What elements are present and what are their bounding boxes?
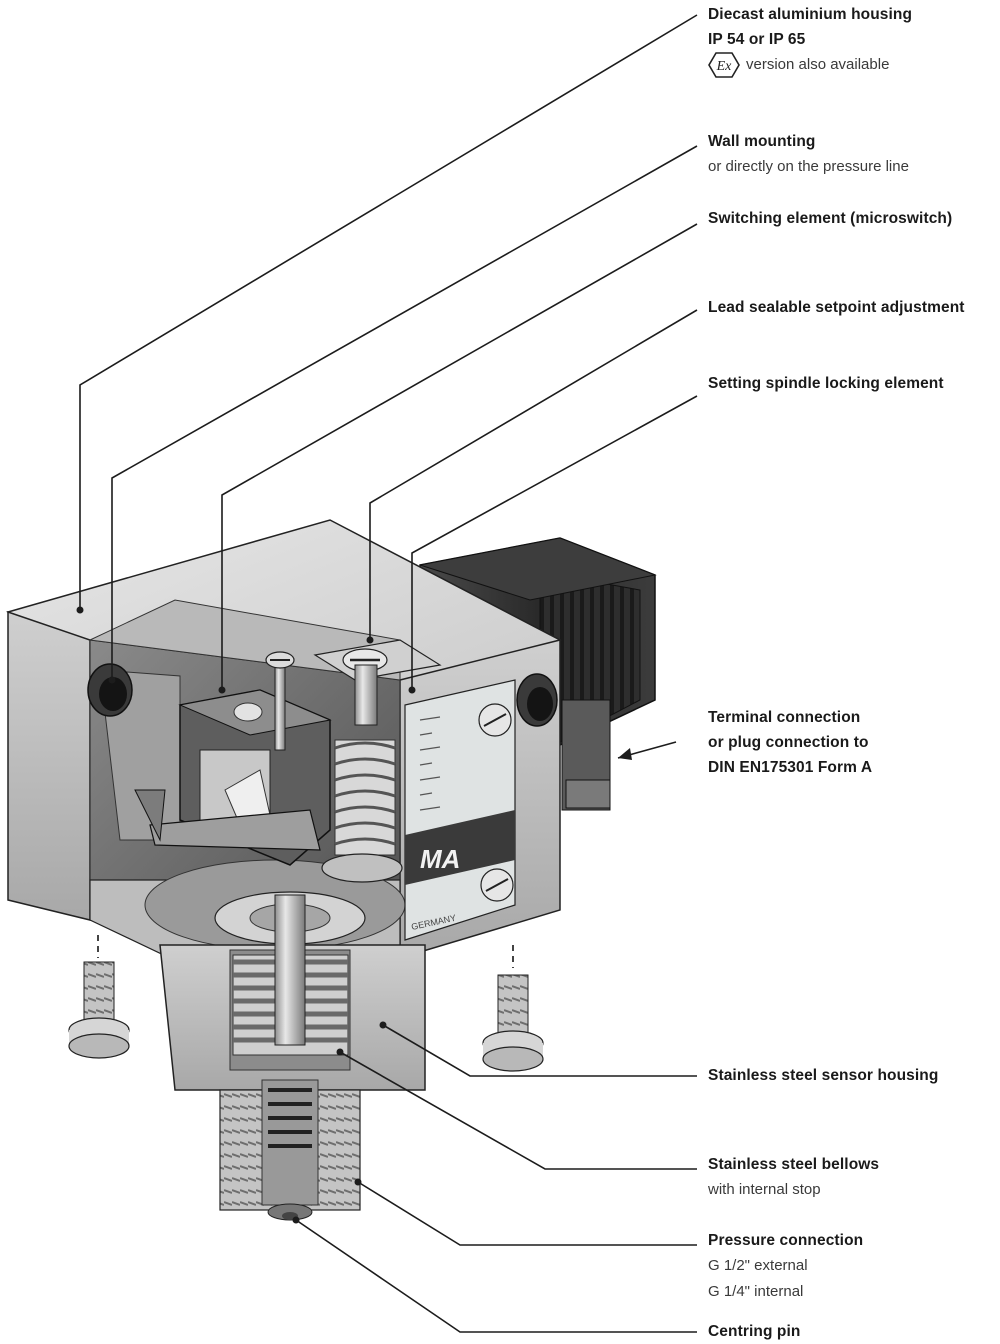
callout-pressure: Pressure connection G 1/2" external G 1/… (708, 1228, 1000, 1305)
callout-switch: Switching element (microswitch) (708, 206, 1000, 231)
leader-pin (295, 1219, 697, 1333)
housing-left-wall (7, 610, 91, 921)
callout-terminal-line2: DIN EN175301 Form A (708, 759, 873, 776)
leader-sensor (382, 1024, 697, 1077)
brand-fragment: MA (420, 844, 460, 874)
callout-wall: Wall mounting or directly on the pressur… (708, 129, 1000, 180)
leader-switch (221, 223, 698, 690)
leader-housing (79, 14, 698, 610)
pressure-connection-thread (219, 1079, 361, 1221)
leader-wall (111, 145, 698, 680)
switching-lever (149, 809, 321, 851)
callout-setpoint: Lead sealable setpoint adjustment (708, 295, 1000, 320)
callout-wall-sub: or directly on the pressure line (708, 158, 909, 175)
setpoint-scale-window: MA GERMANY (404, 679, 516, 941)
leader-bellows (339, 1051, 697, 1170)
callout-housing: Diecast aluminium housing IP 54 or IP 65… (708, 2, 1000, 78)
mounting-screw-left (68, 935, 130, 1059)
callout-pressure-title: Pressure connection (708, 1232, 864, 1249)
callout-housing-ip: IP 54 or IP 65 (708, 31, 806, 48)
callout-switch-title: Switching element (microswitch) (708, 210, 953, 227)
callout-bellows: Stainless steel bellows with internal st… (708, 1152, 1000, 1203)
callout-sensor: Stainless steel sensor housing (708, 1063, 1000, 1088)
callout-housing-title: Diecast aluminium housing (708, 6, 913, 23)
callout-wall-title: Wall mounting (708, 133, 816, 150)
svg-text:Ex: Ex (716, 59, 733, 74)
mounting-screw-right (482, 945, 544, 1072)
callout-terminal: Terminal connection or plug connection t… (708, 705, 1000, 780)
leader-spindle (411, 395, 698, 690)
callout-housing-ex-note: version also available (746, 56, 890, 73)
callout-spindle-title: Setting spindle locking element (708, 375, 944, 392)
setpoint-spring-assembly (313, 639, 442, 883)
callout-pressure-ext: G 1/2" external (708, 1257, 808, 1274)
callout-spindle: Setting spindle locking element (708, 371, 1000, 396)
callout-bellows-title: Stainless steel bellows (708, 1156, 880, 1173)
callout-setpoint-title: Lead sealable setpoint adjustment (708, 299, 965, 316)
callout-pin-title: Centring pin (708, 1323, 801, 1340)
leader-setpoint (369, 309, 698, 640)
bellows (232, 894, 349, 1056)
leader-pressure (357, 1181, 697, 1246)
callout-terminal-title: Terminal connection (708, 709, 861, 726)
callout-terminal-line1: or plug connection to (708, 734, 869, 751)
callout-bellows-sub: with internal stop (708, 1181, 821, 1198)
callout-pin: Centring pin (708, 1319, 1000, 1344)
adjust-screw (265, 651, 295, 751)
callout-sensor-title: Stainless steel sensor housing (708, 1067, 939, 1084)
callout-pressure-int: G 1/4" internal (708, 1283, 804, 1300)
ex-hexagon-icon: Ex (708, 52, 740, 78)
